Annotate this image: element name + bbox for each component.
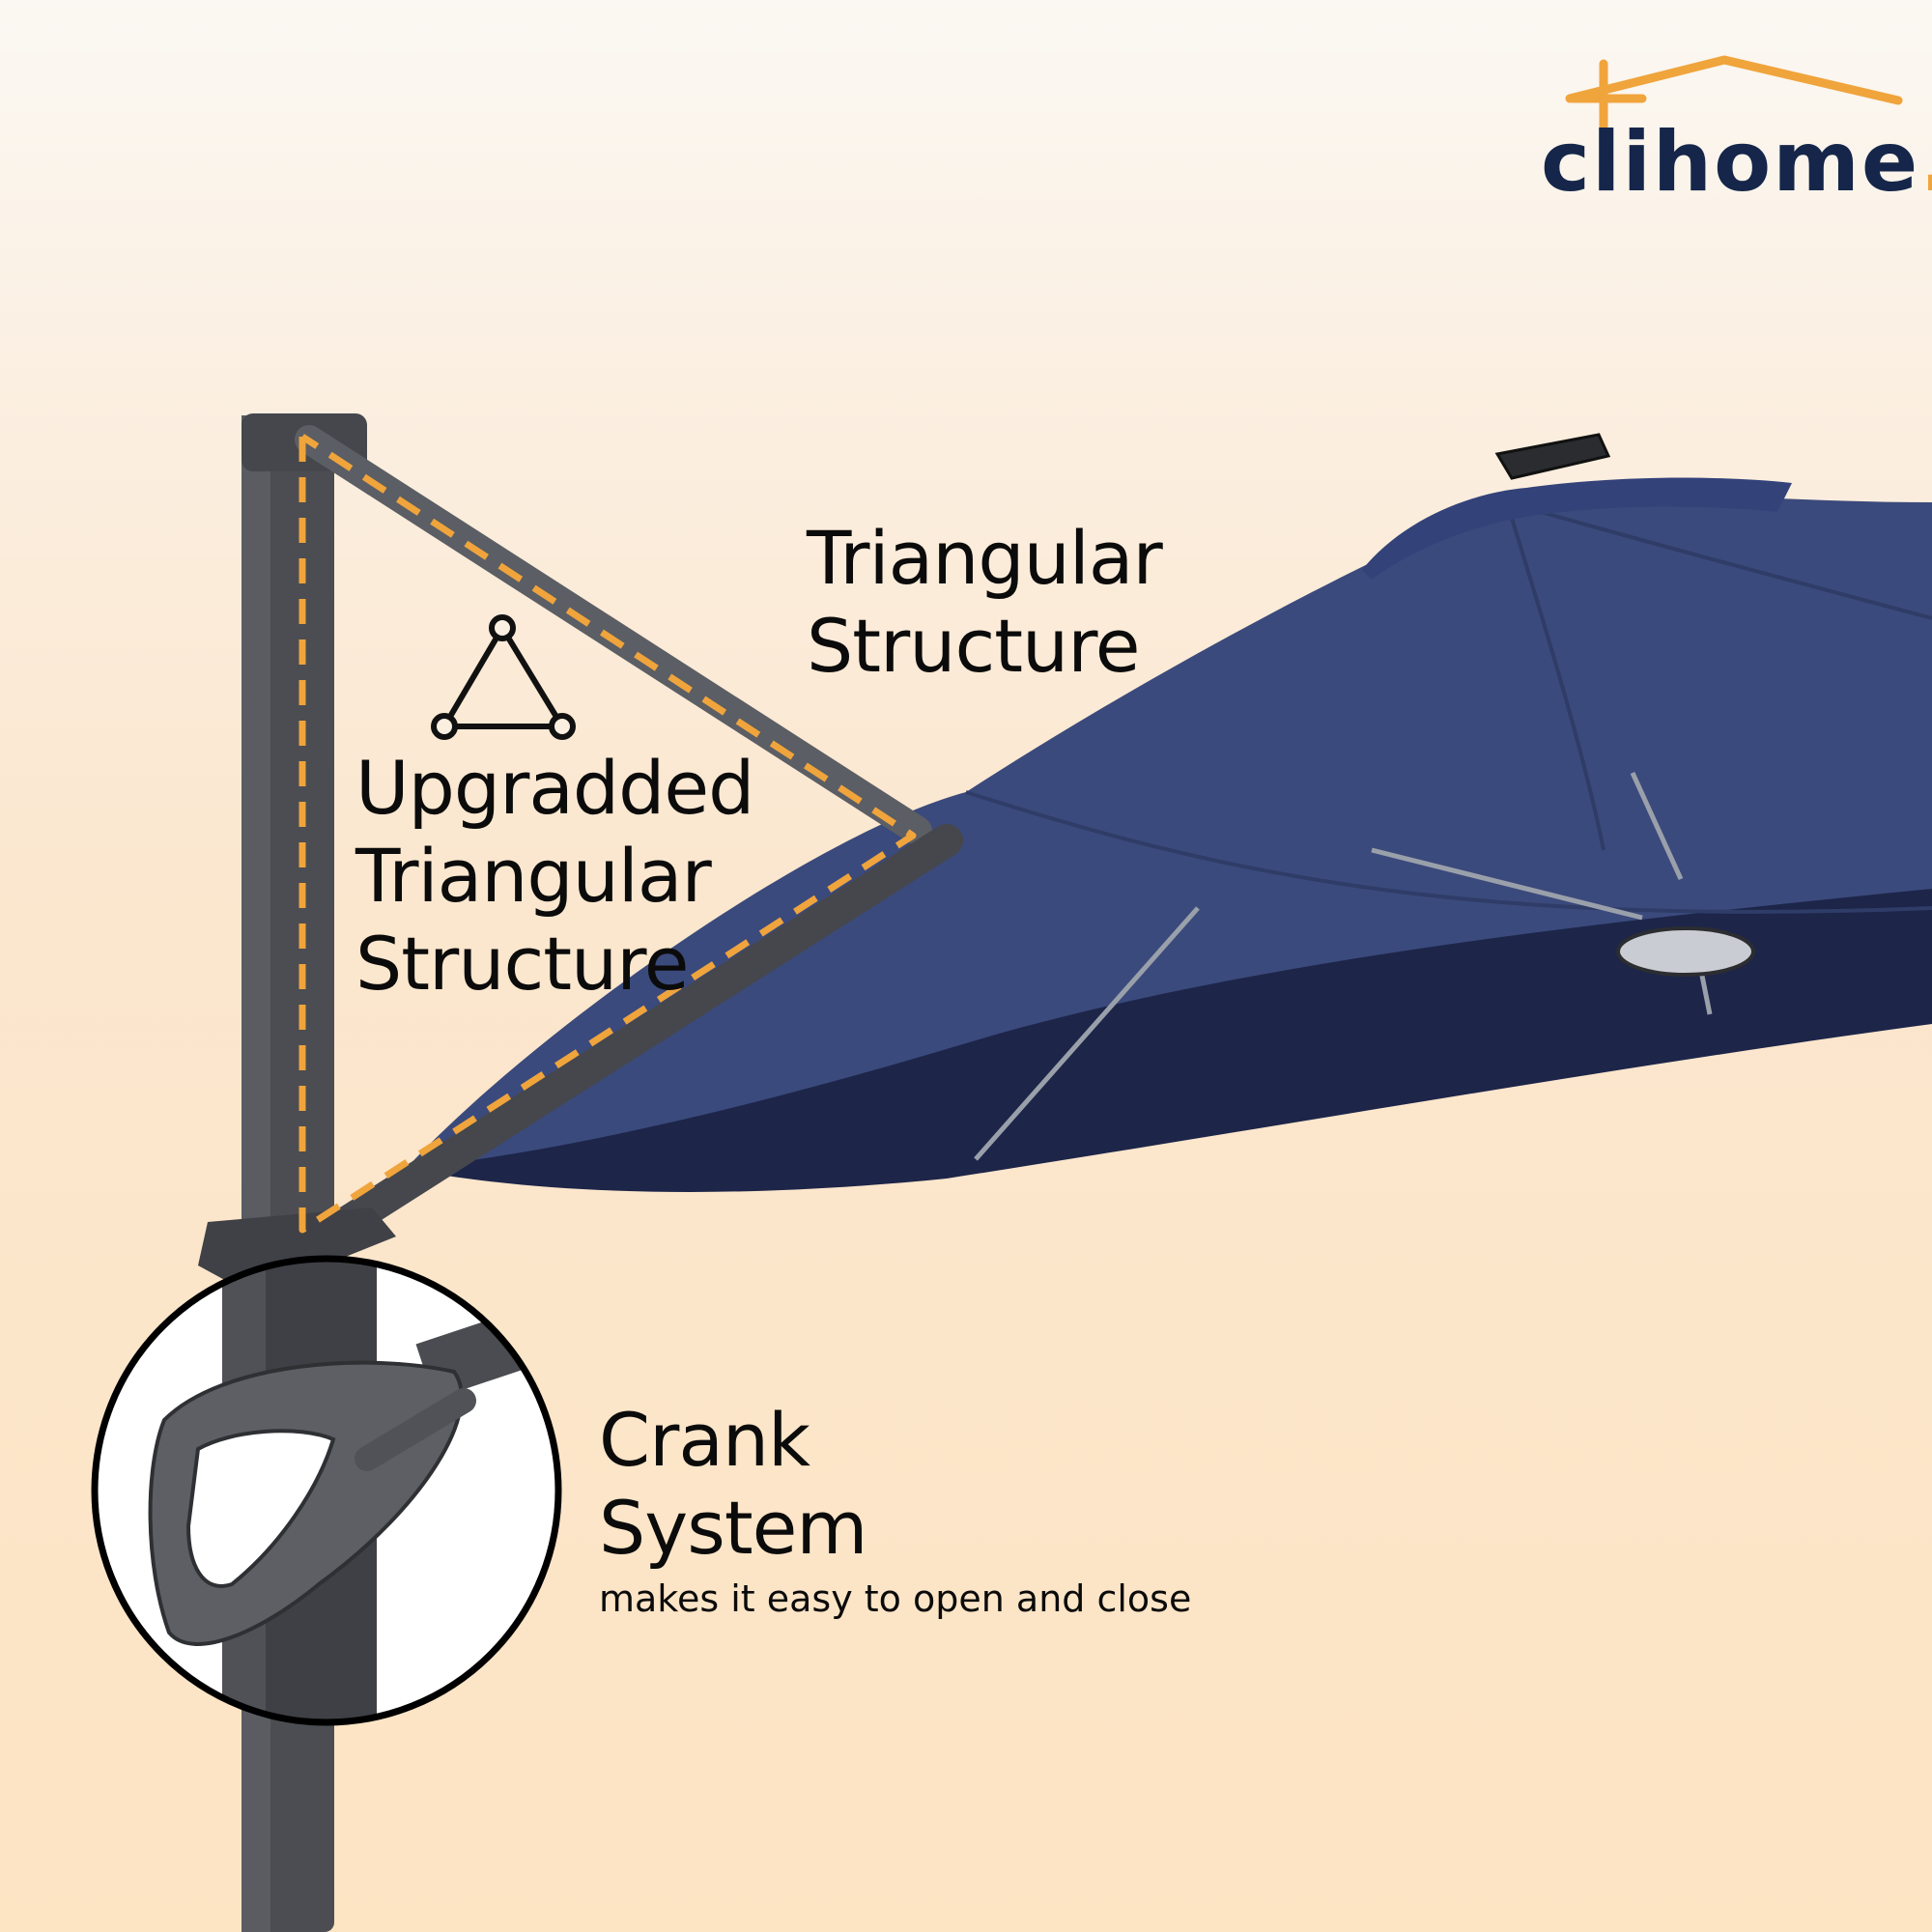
- canopy-vent: [1362, 477, 1792, 580]
- crank-system-line1: Crank: [599, 1397, 810, 1483]
- house-roof-icon: [1565, 55, 1903, 186]
- crank-system-label: Crank System makes it easy to open and c…: [599, 1396, 1191, 1622]
- canopy-seams: [965, 500, 1932, 914]
- crank-zoom-circle: [91, 1255, 562, 1726]
- solar-panel: [1494, 433, 1611, 480]
- canopy-ribs: [974, 771, 1713, 1161]
- triangular-structure-line1: Triangular: [807, 515, 1163, 601]
- triangle-structure-icon: [431, 614, 576, 740]
- crank-system-line2: System: [599, 1485, 867, 1572]
- main-arm: [331, 824, 963, 1238]
- upgraded-triangle-label: Upgradded Triangular Structure: [355, 744, 754, 1009]
- canopy: [406, 494, 1932, 1170]
- brand-logo: clihome.: [1541, 114, 1932, 211]
- upgraded-triangle-line2: Triangular: [355, 833, 712, 920]
- led-light-hub: [1616, 926, 1755, 977]
- canopy-underside: [406, 889, 1932, 1192]
- brand-dot: .: [1919, 114, 1932, 211]
- upgraded-triangle-line1: Upgradded: [355, 745, 754, 831]
- triangular-structure-label: Triangular Structure: [807, 514, 1163, 690]
- crank-system-caption: makes it easy to open and close: [599, 1577, 1192, 1621]
- brand-wordmark: clihome: [1541, 114, 1920, 211]
- dashed-triangle-outline: [298, 434, 917, 1234]
- upgraded-triangle-line3: Structure: [355, 921, 690, 1008]
- triangular-structure-line2: Structure: [807, 603, 1141, 690]
